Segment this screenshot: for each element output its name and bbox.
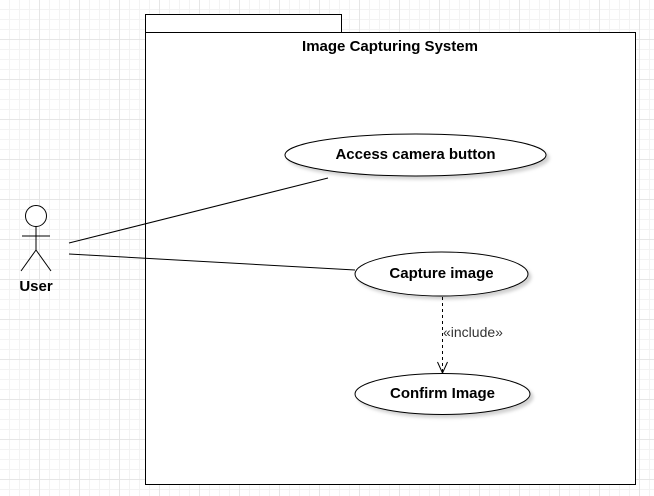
association-user-access [68,177,329,244]
actor-head [25,205,47,227]
system-boundary-tab [145,14,342,33]
use-case-capture-image [354,251,529,297]
actor-user-figure [20,205,52,272]
actor-left-leg [20,249,37,272]
include-stereotype-label: «include» [443,324,503,340]
use-case-access-label: Access camera button [335,146,496,163]
use-case-confirm-image [354,373,531,415]
association-user-capture [68,253,356,271]
actor-right-leg [35,249,52,272]
actor-user-label: User [19,278,53,295]
use-case-access-camera-button [284,133,547,177]
system-title: Image Capturing System [302,38,478,55]
use-case-confirm-label: Confirm Image [389,385,495,402]
use-case-capture-label: Capture image [389,265,494,282]
